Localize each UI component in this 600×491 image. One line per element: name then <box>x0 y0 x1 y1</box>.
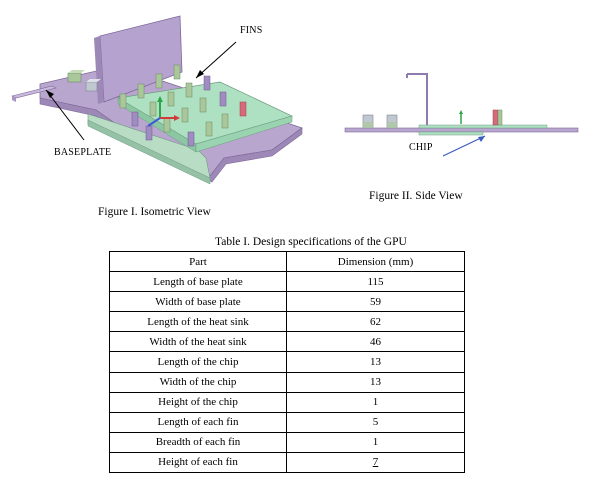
dimension-cell: 5 <box>286 411 465 433</box>
dimension-cell: 46 <box>286 331 465 353</box>
table-row: Width of the heat sink 46 <box>109 331 465 353</box>
side-fin-green <box>497 109 503 126</box>
left-rail-shape <box>11 85 57 102</box>
side-view-drawing <box>344 73 579 157</box>
chip-leader-arrow <box>442 135 486 157</box>
side-lower-slab <box>418 131 484 136</box>
dimension-cell: 7 <box>286 451 465 474</box>
part-cell: Breadth of each fin <box>109 431 287 453</box>
fins-leader-arrow <box>195 41 237 79</box>
isometric-view-drawing <box>11 15 303 185</box>
small-blocks-shape <box>67 70 101 92</box>
column-header-dimension: Dimension (mm) <box>286 250 465 273</box>
baseplate-label: BASEPLATE <box>54 147 112 158</box>
axis-triad <box>147 96 180 127</box>
table-row: Height of each fin 7 <box>109 451 465 474</box>
baseplate-leader-arrow <box>45 89 85 141</box>
fin-array <box>119 64 247 147</box>
part-cell: Length of base plate <box>109 271 287 293</box>
specifications-table: Part Dimension (mm) Length of base plate… <box>109 250 465 474</box>
part-cell: Height of the chip <box>109 391 287 413</box>
dimension-cell: 13 <box>286 371 465 393</box>
dimension-cell: 115 <box>286 271 465 293</box>
table-row: Height of the chip 1 <box>109 391 465 413</box>
part-cell: Length of each fin <box>109 411 287 433</box>
figure2-caption: Figure II. Side View <box>369 190 463 202</box>
chip-label: CHIP <box>409 142 433 153</box>
lower-slab-shape <box>87 113 211 185</box>
side-baseplate <box>344 127 579 133</box>
table-header-row: Part Dimension (mm) <box>109 250 465 273</box>
dimension-cell: 1 <box>286 431 465 453</box>
side-heatsink <box>418 124 548 129</box>
dimension-cell: 59 <box>286 291 465 313</box>
table-caption: Table I. Design specifications of the GP… <box>215 236 407 248</box>
part-cell: Length of the heat sink <box>109 311 287 333</box>
dimension-cell: 62 <box>286 311 465 333</box>
column-header-part: Part <box>109 250 287 273</box>
dimension-cell: 13 <box>286 351 465 373</box>
figure1-caption: Figure I. Isometric View <box>98 206 211 218</box>
part-cell: Height of each fin <box>109 451 287 474</box>
dimension-cell: 1 <box>286 391 465 413</box>
table-row: Breadth of each fin 1 <box>109 431 465 453</box>
fins-label: FINS <box>240 25 263 36</box>
table-row: Length of each fin 5 <box>109 411 465 433</box>
table-row: Length of base plate 115 <box>109 271 465 293</box>
vertical-back-plate-shape <box>94 15 183 104</box>
vertical-plate-outline <box>406 73 428 128</box>
part-cell: Width of the heat sink <box>109 331 287 353</box>
side-fin-red <box>492 109 499 126</box>
table-row: Length of the heat sink 62 <box>109 311 465 333</box>
table-row: Length of the chip 13 <box>109 351 465 373</box>
part-cell: Length of the chip <box>109 351 287 373</box>
table-row: Width of base plate 59 <box>109 291 465 313</box>
part-cell: Width of base plate <box>109 291 287 313</box>
part-cell: Width of the chip <box>109 371 287 393</box>
table-row: Width of the chip 13 <box>109 371 465 393</box>
